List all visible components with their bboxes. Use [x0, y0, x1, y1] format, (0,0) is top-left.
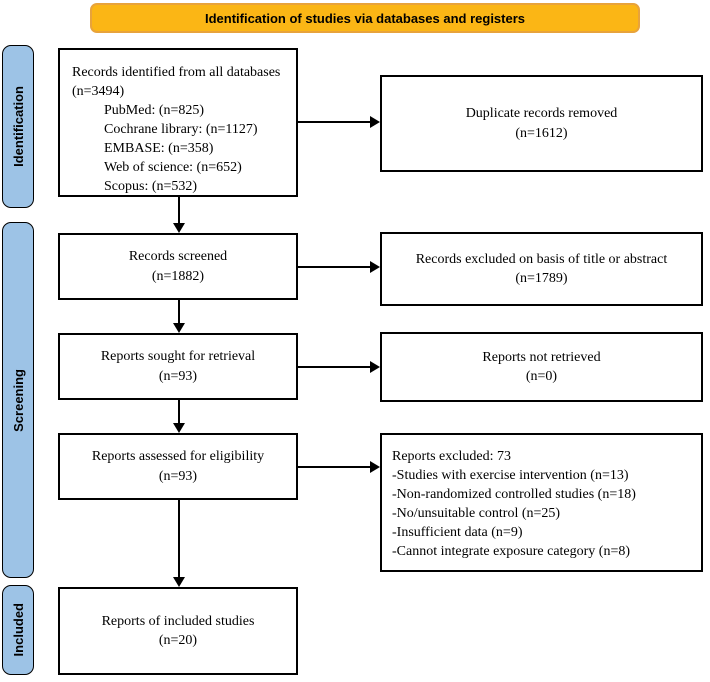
box-reports-assessed: Reports assessed for eligibility (n=93)	[58, 433, 298, 500]
sought-label: Reports sought for retrieval	[100, 349, 256, 365]
arrow-assessed-to-included	[173, 500, 185, 587]
arrow-screened-to-sought	[173, 300, 185, 333]
sought-count: (n=93)	[158, 368, 198, 384]
box-duplicate-records-removed: Duplicate records removed (n=1612)	[380, 75, 703, 172]
box-reports-not-retrieved: Reports not retrieved (n=0)	[380, 332, 703, 402]
included-count: (n=20)	[158, 633, 198, 648]
box-reports-sought: Reports sought for retrieval (n=93)	[58, 333, 298, 400]
box-reports-excluded: Reports excluded: 73 -Studies with exerc…	[380, 433, 703, 572]
included-label: Reports of included studies	[101, 613, 255, 629]
stage-bar-included: Included	[2, 585, 34, 675]
source-scopus: Scopus: (n=532)	[104, 179, 198, 195]
arrow-assessed-to-excluded	[298, 461, 380, 473]
records-excluded-label: Records excluded on basis of title or ab…	[415, 251, 668, 267]
source-cochrane: Cochrane library: (n=1127)	[104, 122, 258, 138]
box-records-screened: Records screened (n=1882)	[58, 233, 298, 300]
source-web-of-science: Web of science: (n=652)	[104, 160, 242, 176]
duplicates-count: (n=1612)	[515, 125, 568, 141]
exclusion-reason: -Cannot integrate exposure category (n=8…	[392, 544, 631, 560]
screened-count: (n=1882)	[151, 268, 205, 284]
stage-bar-identification: Identification	[2, 45, 34, 208]
exclusion-reason: -Insufficient data (n=9)	[392, 525, 523, 541]
stage-label-identification: Identification	[10, 86, 26, 167]
banner-title: Identification of studies via databases …	[204, 10, 526, 26]
arrow-sought-to-assessed	[173, 400, 185, 433]
assessed-label: Reports assessed for eligibility	[91, 449, 265, 465]
not-retrieved-count: (n=0)	[525, 369, 558, 384]
source-embase: EMBASE: (n=358)	[104, 141, 214, 157]
exclusion-reason: -Non-randomized controlled studies (n=18…	[392, 487, 636, 503]
reports-excluded-title: Reports excluded: 73	[392, 449, 511, 464]
arrow-screened-to-excluded	[298, 261, 380, 273]
not-retrieved-label: Reports not retrieved	[482, 349, 601, 365]
arrow-identified-to-screened	[173, 197, 185, 233]
box-records-identified: Records identified from all databases (n…	[58, 48, 298, 197]
source-pubmed: PubMed: (n=825)	[104, 103, 205, 119]
exclusion-reason: -Studies with exercise intervention (n=1…	[392, 468, 629, 484]
stage-bar-screening: Screening	[2, 222, 34, 578]
records-excluded-count: (n=1789)	[515, 271, 568, 286]
assessed-count: (n=93)	[158, 468, 198, 484]
stage-label-screening: Screening	[10, 368, 26, 432]
records-identified-intro: Records identified from all databases (n…	[72, 65, 281, 100]
banner: Identification of studies via databases …	[90, 3, 640, 33]
arrow-identified-to-duplicates	[298, 116, 380, 128]
stage-label-included: Included	[10, 603, 26, 657]
arrow-sought-to-not-retrieved	[298, 361, 380, 373]
box-included-studies: Reports of included studies (n=20)	[58, 587, 298, 675]
duplicates-label: Duplicate records removed	[465, 106, 618, 122]
exclusion-reason: -No/unsuitable control (n=25)	[392, 506, 561, 522]
box-records-excluded: Records excluded on basis of title or ab…	[380, 232, 703, 306]
screened-label: Records screened	[128, 249, 228, 265]
